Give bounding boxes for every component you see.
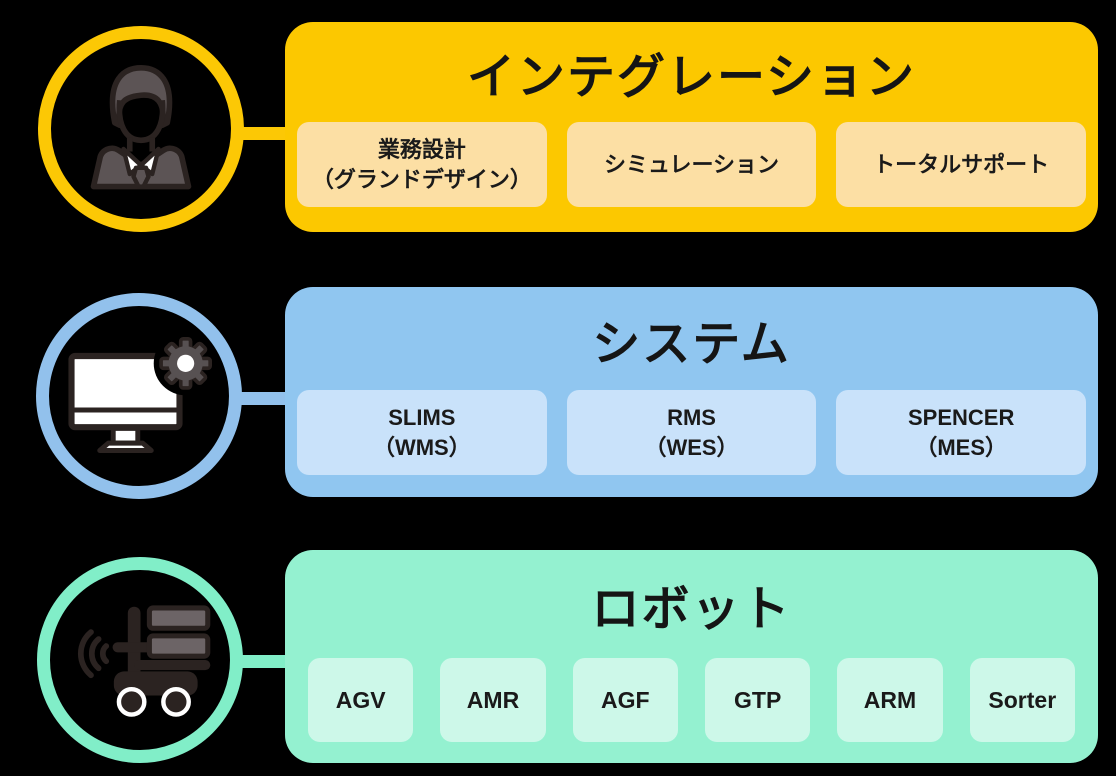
system-title: システム <box>592 317 791 371</box>
integration-icon-badge <box>38 26 244 232</box>
robot-connector-line <box>239 655 293 668</box>
businessman-icon <box>90 64 192 190</box>
robot-title: ロボット <box>591 583 792 636</box>
chip-rms-wes: RMS （WES） <box>566 390 817 475</box>
integration-title: インテグレーション <box>466 51 917 104</box>
robot-panel: ロボット AGV AMR AGF GTP ARM Sorter <box>285 550 1098 763</box>
system-chip-list: SLIMS （WMS） RMS （WES） SPENCER （MES） <box>297 390 1087 475</box>
chip-spencer-mes: SPENCER （MES） <box>836 390 1087 475</box>
integration-chip-list: 業務設計 （グランドデザイン） シミュレーション トータルサポート <box>297 122 1087 207</box>
system-panel: システム SLIMS （WMS） RMS （WES） SPENCER （MES） <box>285 287 1098 497</box>
agv-robot-icon <box>77 605 210 717</box>
chip-agf: AGF <box>572 658 678 742</box>
chip-gtp: GTP <box>704 658 811 742</box>
chip-sorter: Sorter <box>969 658 1075 742</box>
chip-business-design: 業務設計 （グランドデザイン） <box>297 122 547 207</box>
chip-agv: AGV <box>308 658 414 742</box>
system-connector-line <box>239 392 293 405</box>
integration-panel: インテグレーション 業務設計 （グランドデザイン） シミュレーション トータルサ… <box>285 22 1098 232</box>
chip-arm: ARM <box>837 658 943 742</box>
robot-chip-list: AGV AMR AGF GTP ARM Sorter <box>297 658 1086 742</box>
monitor-gear-icon <box>68 330 218 453</box>
chip-amr: AMR <box>440 658 546 742</box>
integration-connector-line <box>239 127 293 140</box>
system-icon-badge <box>36 293 242 499</box>
robot-icon-badge <box>37 557 243 763</box>
chip-total-support: トータルサポート <box>836 122 1087 207</box>
chip-simulation: シミュレーション <box>566 122 817 207</box>
chip-slims-wms: SLIMS （WMS） <box>297 390 547 475</box>
